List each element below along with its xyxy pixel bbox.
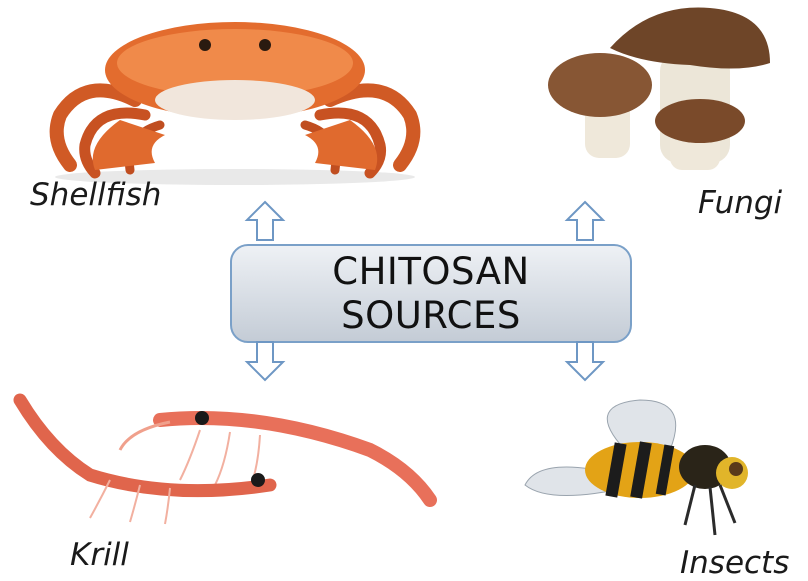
arrow-up-right-icon: [565, 200, 605, 242]
chitosan-sources-box: CHITOSAN SOURCES: [230, 244, 632, 343]
mushroom-icon: [540, 3, 780, 178]
arrow-up-left-icon: [245, 200, 285, 242]
fungi-label: Fungi: [698, 188, 782, 219]
krill-icon: [10, 390, 450, 530]
insects-label: Insects: [680, 548, 789, 579]
title-line-2: SOURCES: [341, 294, 521, 338]
arrow-down-right-icon: [565, 340, 605, 382]
hoverfly-icon: [520, 395, 770, 555]
arrow-down-left-icon: [245, 340, 285, 382]
shellfish-label: Shellfish: [30, 180, 161, 211]
title-line-1: CHITOSAN: [332, 250, 529, 294]
crab-icon: [25, 5, 445, 185]
krill-label: Krill: [70, 540, 129, 571]
